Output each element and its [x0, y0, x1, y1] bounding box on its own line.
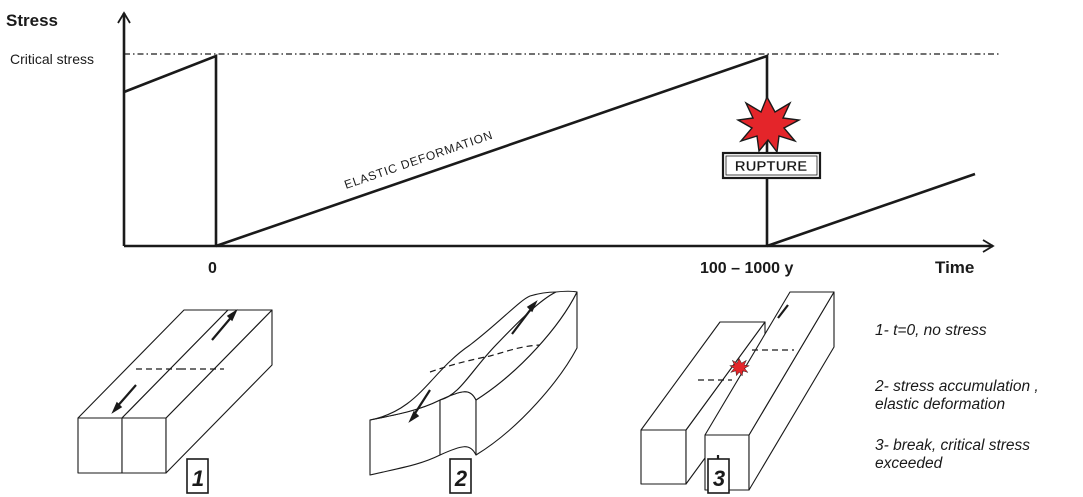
block-number-tag-3: 3: [707, 458, 730, 494]
legend-item-3: 3- break, critical stress exceeded: [875, 437, 1031, 472]
x-tick-recurrence: 100 – 1000 y: [700, 260, 794, 277]
y-axis-label: Stress: [6, 11, 58, 30]
legend-item-2: 2- stress accumulation , elastic deforma…: [875, 378, 1039, 413]
legend-item-1: 1- t=0, no stress: [875, 322, 987, 339]
stress-time-graph: Stress Critical stress Time 0 100 – 1000…: [6, 11, 1000, 277]
block-number-tag-1: 1: [186, 458, 209, 494]
rupture-starburst-icon: [735, 95, 802, 154]
block-number-3: 3: [713, 466, 725, 491]
stress-curve-next: [766, 172, 976, 248]
block-number-1: 1: [192, 466, 204, 491]
critical-stress-label: Critical stress: [10, 51, 94, 67]
block-number-2: 2: [454, 466, 468, 491]
fault-block-1: [77, 309, 273, 474]
rupture-label-box: [721, 151, 822, 180]
x-tick-zero: 0: [208, 260, 217, 277]
stress-curve-elastic: [215, 54, 769, 248]
block-number-tag-2: 2: [449, 458, 472, 494]
fault-block-2: [369, 290, 578, 476]
rupture-label: RUPTURE: [735, 158, 808, 175]
x-axis-label: Time: [935, 258, 974, 277]
elastic-deformation-label: ELASTIC DEFORMATION: [342, 128, 494, 192]
fault-block-3: [640, 291, 835, 491]
stress-curve-previous: [123, 54, 218, 246]
